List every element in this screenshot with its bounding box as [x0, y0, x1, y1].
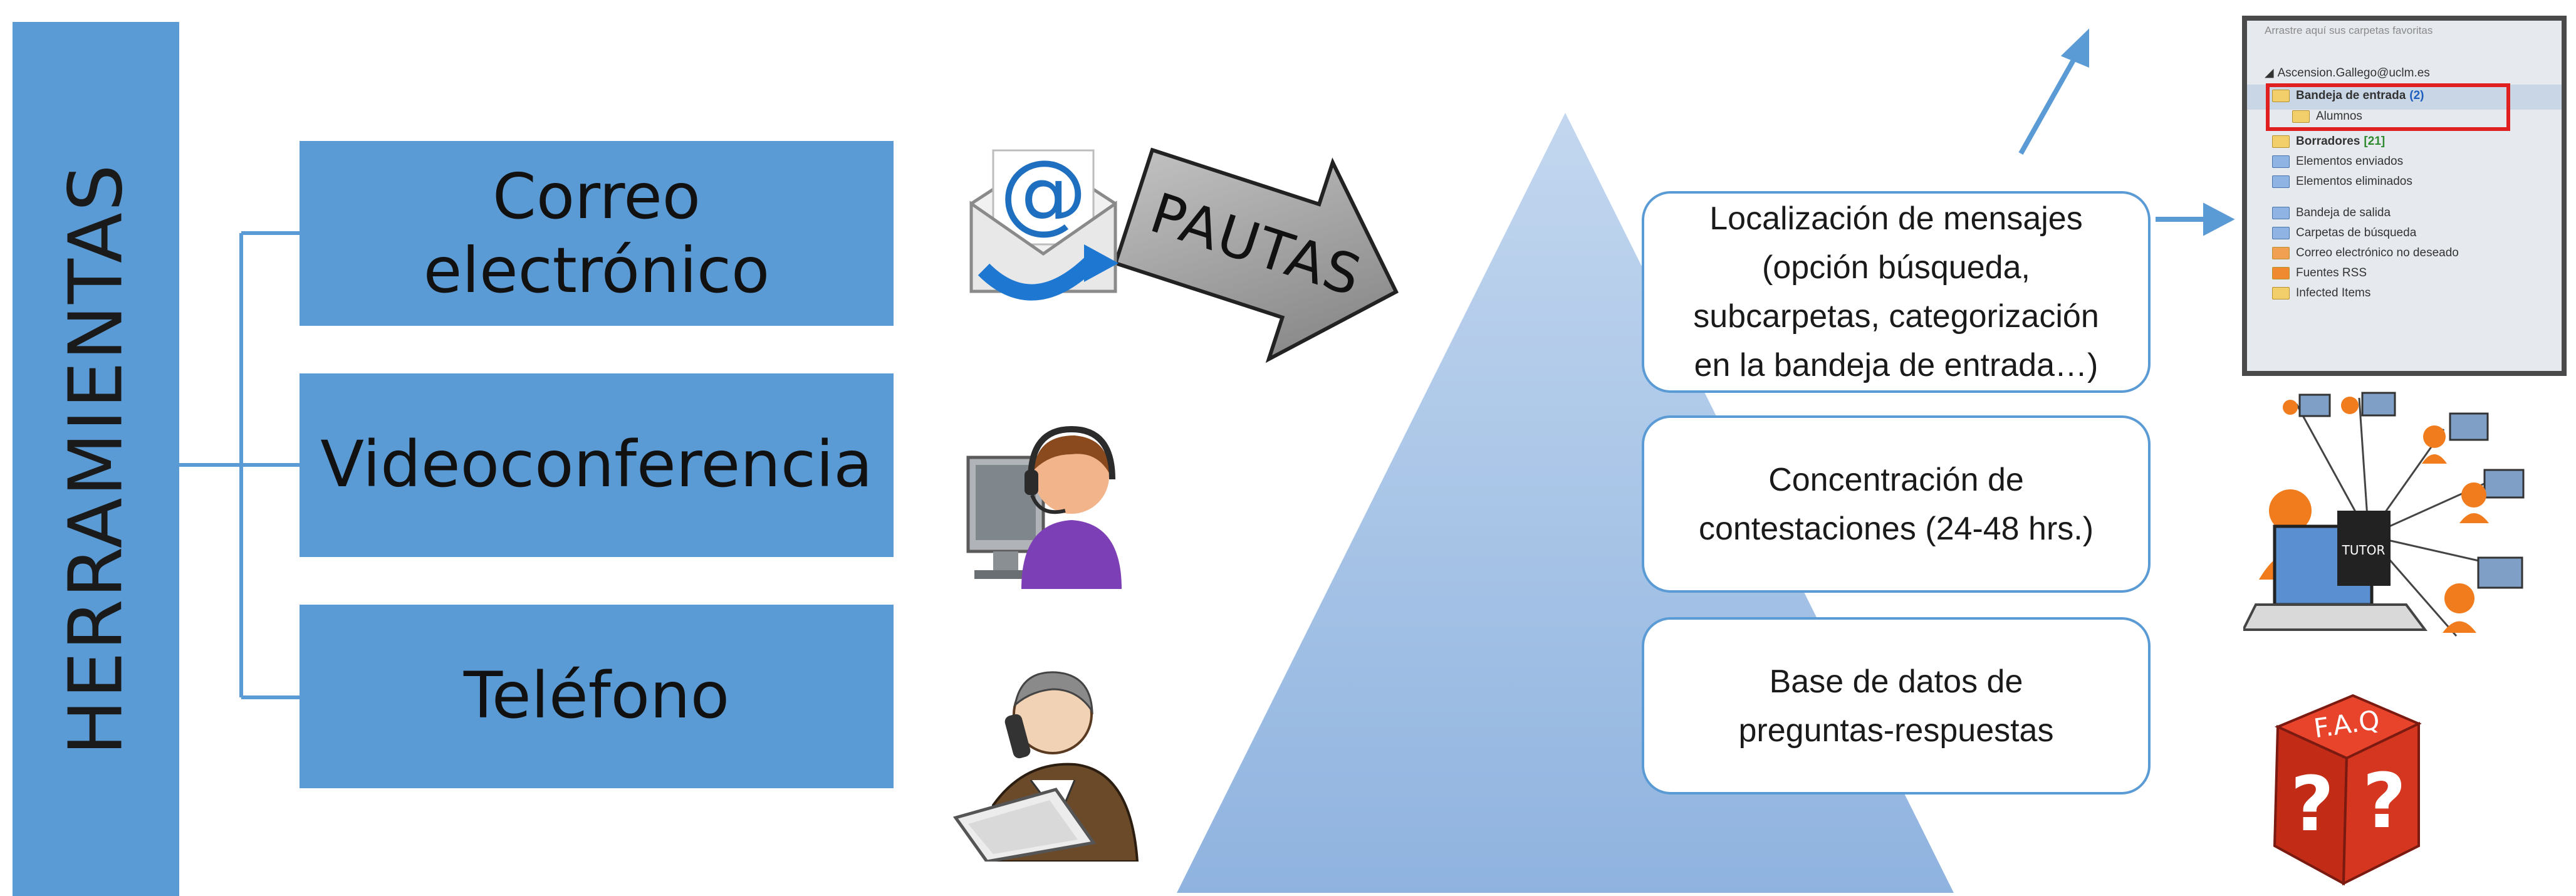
favorites-hint: Arrastre aquí sus carpetas favoritas	[2265, 24, 2433, 36]
folder-label: Bandeja de salida	[2296, 206, 2391, 219]
folder-row: Fuentes RSS	[2272, 266, 2367, 280]
svg-text:?: ?	[2362, 758, 2406, 845]
subfolder-label: Alumnos	[2316, 110, 2362, 123]
folder-icon	[2272, 227, 2290, 239]
tools-header-bar: HERRAMIENTAS	[13, 22, 179, 896]
tools-header-title: HERRAMIENTAS	[53, 162, 139, 756]
account-label: Ascension.Gallego@uclm.es	[2277, 66, 2430, 80]
email-icon: @	[969, 142, 1119, 301]
svg-text:?: ?	[2290, 761, 2334, 848]
svg-text:@: @	[999, 142, 1087, 244]
pauta-3-line-2: preguntas-respuestas	[1738, 712, 2054, 749]
tutor-label: TUTOR	[2342, 543, 2386, 558]
pauta-2-line-2: contestaciones (24-48 hrs.)	[1698, 510, 2094, 547]
pauta-3-line-1: Base de datos de	[1769, 663, 2023, 700]
up-right-arrow	[2018, 28, 2089, 155]
folder-row: Infected Items	[2272, 286, 2370, 300]
pauta-2-line-1: Concentración de	[1768, 461, 2024, 498]
folder-icon	[2272, 135, 2290, 148]
folder-label: Elementos enviados	[2296, 155, 2404, 168]
folder-row: Borradores [21]	[2272, 135, 2385, 148]
pauta-1-line-3: subcarpetas, categorización	[1693, 298, 2099, 335]
folder-icon	[2272, 175, 2290, 188]
inbox-row: Bandeja de entrada (2)	[2272, 89, 2424, 103]
right-arrow	[2156, 202, 2235, 236]
folder-row: Carpetas de búsqueda	[2272, 226, 2416, 240]
mail-folders-screenshot: Arrastre aquí sus carpetas favoritas ◢As…	[2242, 16, 2567, 376]
pauta-1-line-2: (opción búsqueda,	[1762, 249, 2030, 286]
pauta-1-line-1: Localización de mensajes	[1709, 201, 2083, 237]
folder-count: [21]	[2364, 135, 2386, 148]
folder-label: Borradores	[2296, 135, 2360, 148]
inbox-label: Bandeja de entrada	[2296, 89, 2406, 102]
folder-icon	[2272, 247, 2290, 259]
folder-icon	[2272, 155, 2290, 168]
tool-telephone: Teléfono	[300, 605, 894, 788]
subfolder-folder-icon	[2292, 110, 2310, 123]
folder-icon	[2272, 267, 2290, 279]
tool-telephone-label: Teléfono	[463, 659, 730, 734]
tool-email-line-2: electrónico	[423, 233, 770, 307]
folder-row: Bandeja de salida	[2272, 206, 2391, 220]
inbox-highlight-box	[2266, 83, 2510, 131]
folder-label: Fuentes RSS	[2296, 266, 2367, 279]
folder-row: Correo electrónico no deseado	[2272, 246, 2459, 260]
tool-videoconference: Videoconferencia	[300, 373, 894, 557]
folder-label: Elementos eliminados	[2296, 175, 2412, 188]
folder-label: Infected Items	[2296, 286, 2371, 300]
pauta-message-location: Localización de mensajes (opción búsqued…	[1642, 191, 2151, 393]
folder-row: Elementos eliminados	[2272, 175, 2412, 189]
pauta-1-line-4: en la bandeja de entrada…)	[1694, 347, 2099, 383]
account-row: ◢Ascension.Gallego@uclm.es	[2265, 66, 2430, 80]
folder-icon	[2272, 287, 2290, 300]
telephone-person-icon	[952, 671, 1139, 862]
folder-label: Carpetas de búsqueda	[2296, 226, 2417, 239]
video-headset-icon	[966, 425, 1122, 589]
tool-email: Correo electrónico	[300, 141, 894, 326]
tool-videoconference-label: Videoconferencia	[320, 427, 873, 503]
folder-icon	[2272, 207, 2290, 219]
subfolder-row: Alumnos	[2292, 110, 2362, 123]
folder-label: Correo electrónico no deseado	[2296, 246, 2459, 259]
pautas-arrow-shape	[1113, 147, 1399, 363]
pauta-faq-database: Base de datos de preguntas-respuestas	[1642, 617, 2151, 794]
tutor-network-icon: TUTOR	[2243, 392, 2525, 637]
inbox-count: (2)	[2409, 89, 2424, 102]
pauta-reply-concentration: Concentración de contestaciones (24-48 h…	[1642, 415, 2151, 593]
tree-connector	[179, 231, 300, 699]
faq-dice-icon: F.A.Q ? ?	[2273, 694, 2422, 886]
tool-email-line-1: Correo	[493, 159, 701, 233]
inbox-folder-icon	[2272, 90, 2290, 102]
folder-row: Elementos enviados	[2272, 155, 2403, 169]
